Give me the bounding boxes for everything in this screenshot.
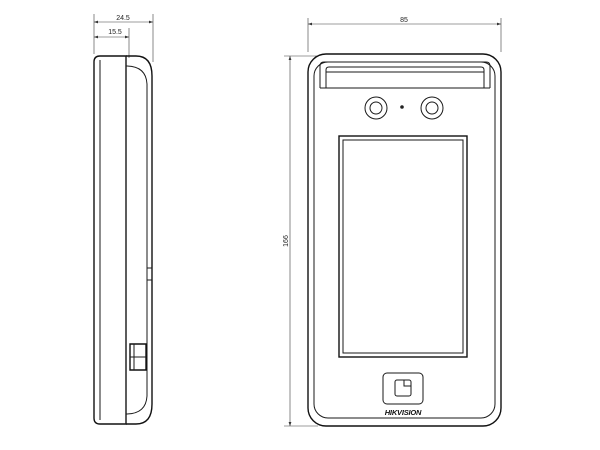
side-inner-depth-dimension: 15.5 [94,28,130,58]
front-top-window [319,61,491,89]
left-camera-lens [364,96,388,120]
side-total-depth-dimension: 24.5 [93,14,154,62]
side-total-depth-label: 24.5 [116,15,130,22]
side-inner-depth-label: 15.5 [108,29,122,36]
card-reader-pad [382,372,424,405]
side-back-plate [93,55,127,425]
side-device-outline [93,55,153,425]
brand-logo: HIKVISION [385,408,422,417]
front-width-label: 85 [400,17,408,24]
side-view: 24.5 15.5 [93,14,154,425]
card-reader-icon [394,379,412,397]
light-sensor-dot [400,105,404,109]
front-height-label: 166 [283,235,290,247]
front-inner-bezel [313,61,496,419]
front-height-dimension: 166 [283,55,318,427]
dual-camera-module [364,96,444,120]
front-view: 85 166 [283,17,502,427]
side-front-shell [126,55,153,425]
display-screen [338,135,468,358]
right-camera-lens [420,96,444,120]
side-bracket [129,343,147,371]
side-port [146,267,153,281]
front-outer-casing [307,53,502,427]
front-width-dimension: 85 [307,17,502,52]
